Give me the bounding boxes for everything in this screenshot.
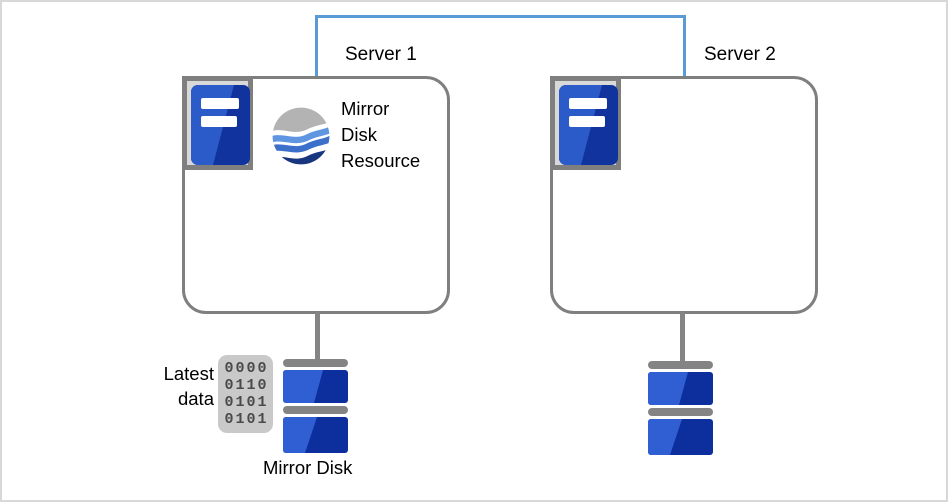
- server-1-icon-plate: [182, 76, 253, 170]
- disk-platter: [648, 372, 713, 405]
- server-1-label: Server 1: [345, 44, 417, 65]
- binary-row: 0000: [224, 360, 269, 377]
- binary-row: 0110: [224, 377, 269, 394]
- binary-data-icon: 0000 0110 0101 0101: [218, 355, 273, 433]
- binary-row: 0101: [224, 394, 269, 411]
- disk-mid-bar: [648, 408, 713, 416]
- mirror-disk-caption: Mirror Disk: [263, 457, 353, 478]
- disk-platter: [283, 417, 348, 453]
- server-1-disk-connector: [315, 312, 320, 360]
- disk-cap-bar: [283, 359, 348, 367]
- server-2-label: Server 2: [704, 44, 776, 65]
- server-2-icon-plate: [550, 76, 621, 170]
- disk-platter: [648, 419, 713, 455]
- wave-globe-icon: [272, 107, 330, 170]
- disk-cap-bar: [648, 361, 713, 369]
- network-link-top-segment: [315, 15, 686, 18]
- disk-platter: [283, 370, 348, 403]
- latest-data-label: Latest data: [163, 363, 214, 409]
- disk-mid-bar: [283, 406, 348, 414]
- server-2-disk-connector: [680, 312, 685, 362]
- mirror-disk-resource-label: Mirror Disk Resource: [341, 98, 421, 171]
- disk-stack-icon: [283, 359, 348, 453]
- binary-row: 0101: [224, 411, 269, 428]
- network-link-left-segment: [315, 15, 318, 77]
- disk-stack-icon: [648, 361, 713, 455]
- network-link-right-segment: [683, 15, 686, 77]
